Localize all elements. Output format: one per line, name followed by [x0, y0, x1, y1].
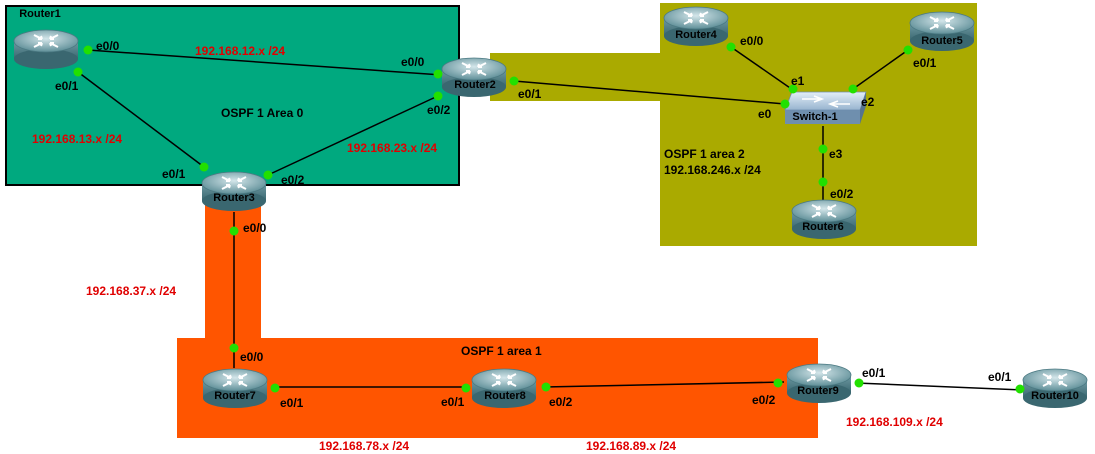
area1-zone-connector — [205, 186, 261, 341]
area2-subnet: 192.168.246.x /24 — [664, 163, 761, 177]
port-dot — [73, 67, 83, 77]
link-r2-r3 — [267, 94, 441, 176]
if-r1-e00: e0/0 — [96, 39, 120, 53]
router2-icon — [441, 57, 507, 98]
switch1-label: Switch-1 — [792, 111, 838, 123]
port-dot — [773, 378, 783, 388]
port-dot — [433, 69, 443, 79]
if-r2-e00: e0/0 — [401, 55, 425, 69]
if-sw-e1: e1 — [791, 74, 805, 88]
port-dot — [229, 343, 239, 353]
if-r7-e00: e0/0 — [240, 350, 264, 364]
if-r1-e01: e0/1 — [55, 79, 79, 93]
subnet-r9-r10: 192.168.109.x /24 — [846, 415, 943, 429]
router6-icon — [791, 199, 857, 240]
port-dot — [780, 99, 790, 109]
if-r4-e00: e0/0 — [740, 34, 764, 48]
subnet-r2-r3: 192.168.23.x /24 — [347, 141, 438, 155]
link-r9-r10 — [855, 382, 1025, 391]
router8-icon — [471, 368, 537, 409]
link-r8-r9 — [543, 381, 785, 388]
link-r5-sw — [852, 49, 909, 90]
if-r9-e02: e0/2 — [752, 393, 776, 407]
if-r10-e01: e0/1 — [988, 370, 1012, 384]
router7-icon — [202, 368, 268, 409]
router10-label: Router10 — [1031, 390, 1079, 402]
if-sw-e0: e0 — [758, 107, 772, 121]
area2-zone-connector — [490, 53, 662, 101]
subnet-r3-r7: 192.168.37.x /24 — [86, 284, 177, 298]
if-r2-e02: e0/2 — [427, 103, 451, 117]
port-dot — [818, 144, 828, 154]
router3-label: Router3 — [213, 192, 255, 204]
router6-label: Router6 — [802, 221, 844, 233]
if-sw-e3: e3 — [829, 147, 843, 161]
port-dot — [433, 91, 443, 101]
subnet-r1-r2: 192.168.12.x /24 — [195, 44, 286, 58]
link-r4-sw — [730, 46, 794, 91]
if-r2-e01: e0/1 — [518, 87, 542, 101]
port-dot — [1015, 384, 1025, 394]
if-r3-e02: e0/2 — [281, 173, 305, 187]
area2-label: OSPF 1 area 2 — [664, 147, 745, 161]
if-sw-e2: e2 — [861, 95, 875, 109]
if-r7-e01: e0/1 — [280, 396, 304, 410]
link-r1-r2 — [87, 49, 443, 76]
router4-label: Router4 — [675, 29, 717, 41]
port-dot — [818, 177, 828, 187]
area0-zone — [5, 5, 460, 186]
router9-label: Router9 — [797, 385, 839, 397]
router1-label: Router1 — [19, 8, 61, 20]
subnet-r7-r8: 192.168.78.x /24 — [319, 439, 410, 453]
port-dot — [270, 383, 280, 393]
port-dot — [848, 84, 858, 94]
link-r1-r3 — [77, 71, 205, 168]
area0-label: OSPF 1 Area 0 — [221, 106, 304, 120]
switch1-icon — [784, 91, 867, 124]
router5-label: Router5 — [921, 35, 963, 47]
port-dot — [199, 162, 209, 172]
router1-icon — [13, 29, 79, 70]
port-dot — [83, 45, 93, 55]
port-dot — [461, 383, 471, 393]
port-dot — [229, 226, 239, 236]
router9-icon — [786, 363, 852, 404]
if-r3-e01: e0/1 — [162, 167, 186, 181]
router8-label: Router8 — [484, 390, 526, 402]
router7-label: Router7 — [214, 390, 256, 402]
subnet-r8-r9: 192.168.89.x /24 — [586, 439, 677, 453]
port-dot — [854, 378, 864, 388]
link-r2-sw — [513, 80, 786, 105]
if-r8-e01: e0/1 — [441, 395, 465, 409]
if-r5-e01: e0/1 — [913, 56, 937, 70]
if-r8-e02: e0/2 — [549, 395, 573, 409]
port-dot — [788, 84, 798, 94]
subnet-r1-r3: 192.168.13.x /24 — [32, 132, 123, 146]
port-dot — [509, 76, 519, 86]
router10-icon — [1022, 368, 1088, 409]
if-r9-e01: e0/1 — [862, 366, 886, 380]
if-r6-e02: e0/2 — [830, 187, 854, 201]
port-dot — [541, 382, 551, 392]
if-r3-e00: e0/0 — [243, 221, 267, 235]
router2-label: Router2 — [454, 79, 496, 91]
port-dot — [726, 42, 736, 52]
port-dot — [263, 170, 273, 180]
area1-label: OSPF 1 area 1 — [461, 344, 542, 358]
port-dot — [903, 45, 913, 55]
